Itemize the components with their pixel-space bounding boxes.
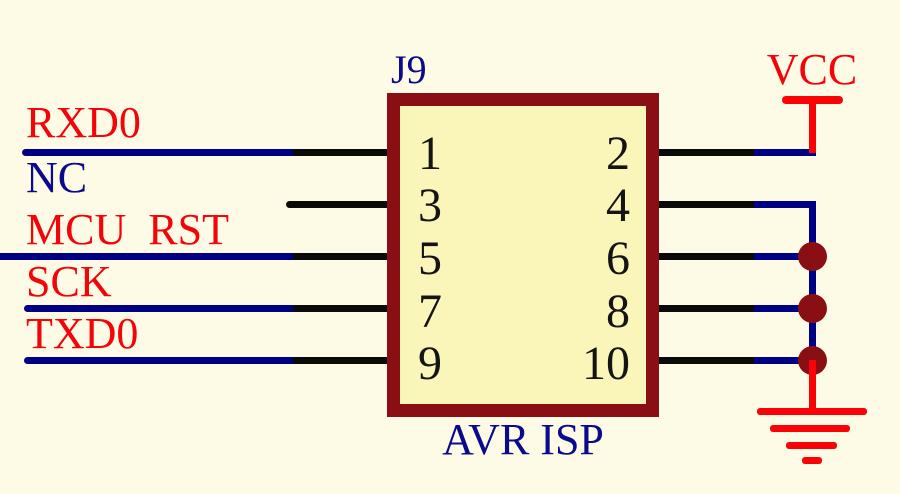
net-label-sck: SCK: [26, 257, 112, 306]
wire-gnd-4: [754, 201, 816, 208]
net-label-nc: NC: [26, 153, 88, 202]
net-label-txd0: TXD0: [26, 309, 139, 358]
pin-stub-9: [293, 357, 394, 364]
ground-stem: [809, 360, 816, 411]
wire-sck: [24, 305, 293, 312]
pin-stub-1: [293, 149, 394, 156]
pin-number-1: 1: [418, 127, 442, 180]
wire-rxd0: [22, 149, 293, 156]
wire-vcc: [754, 149, 816, 156]
pin-stub-2: [653, 149, 754, 156]
pin-stub-6: [653, 253, 754, 260]
wire-gnd-8: [754, 305, 812, 312]
pin-stub-3: [286, 201, 394, 208]
pin-number-7: 7: [418, 285, 442, 338]
pin-stub-5: [293, 253, 394, 260]
pin-number-4: 4: [606, 179, 630, 232]
pin-number-6: 6: [606, 232, 630, 285]
pin-number-9: 9: [418, 337, 442, 390]
refdes-label: J9: [391, 47, 427, 92]
vcc-net-label: VCC: [766, 45, 858, 94]
ground-bar-3: [786, 442, 837, 449]
ground-bar-1: [757, 408, 867, 415]
pin-stub-4: [653, 201, 754, 208]
wire-txd0: [24, 357, 293, 364]
pin-stub-10: [653, 357, 754, 364]
wire-gnd-bus: [809, 201, 816, 364]
vcc-stem: [809, 100, 816, 153]
junction-dot-icon: [798, 294, 827, 323]
net-label-mcu-rst: MCU RST: [26, 205, 229, 254]
ground-bar-4: [802, 457, 822, 464]
net-label-rxd0: RXD0: [26, 98, 141, 147]
pin-number-10: 10: [582, 337, 630, 390]
pin-stub-7: [293, 305, 394, 312]
wire-mcu-rst: [0, 253, 293, 260]
pin-number-5: 5: [418, 232, 442, 285]
part-name-label: AVR ISP: [442, 415, 604, 464]
ground-bar-2: [770, 425, 850, 432]
pin-number-2: 2: [606, 127, 630, 180]
connector-body: [387, 93, 659, 417]
pin-stub-8: [653, 305, 754, 312]
pin-number-3: 3: [418, 179, 442, 232]
wire-gnd-6: [754, 253, 812, 260]
wire-gnd-10: [754, 357, 812, 364]
junction-dot-icon: [798, 242, 827, 271]
pin-number-8: 8: [606, 285, 630, 338]
